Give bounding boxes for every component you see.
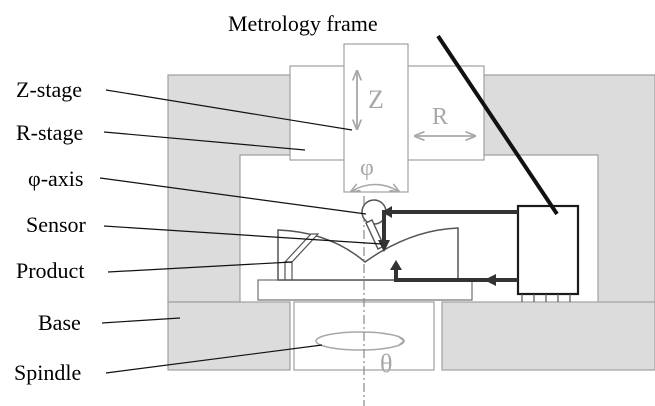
metrology-frame-box bbox=[516, 204, 580, 296]
metrology-frame-leader bbox=[436, 34, 559, 216]
metrology-path-lower bbox=[394, 266, 518, 282]
base-leader bbox=[101, 317, 181, 324]
base-right-block bbox=[441, 301, 655, 371]
product-label: Product bbox=[16, 258, 84, 283]
phi-axis-leader bbox=[99, 177, 367, 215]
phi-rotation-arrow bbox=[352, 185, 398, 192]
z-symbol: Z bbox=[368, 85, 384, 114]
sensor-label: Sensor bbox=[26, 212, 87, 237]
phi-symbol: φ bbox=[360, 155, 374, 181]
product-part bbox=[277, 227, 459, 281]
phi-axis-label: φ-axis bbox=[28, 166, 83, 191]
z-stage-block bbox=[343, 43, 409, 193]
r-symbol: R bbox=[432, 104, 448, 130]
metrology-frame-label: Metrology frame bbox=[228, 11, 378, 36]
spindle-leader bbox=[105, 344, 323, 374]
theta-symbol: θ bbox=[380, 349, 392, 378]
base-label: Base bbox=[38, 310, 81, 335]
r-stage-label: R-stage bbox=[16, 120, 83, 145]
sensor-leader bbox=[103, 225, 383, 245]
r-stage-leader bbox=[103, 131, 306, 151]
spindle-label: Spindle bbox=[14, 360, 81, 385]
product-leader bbox=[107, 261, 293, 273]
z-stage-leader bbox=[105, 89, 353, 131]
z-stage-label: Z-stage bbox=[16, 77, 82, 102]
base-plate bbox=[257, 279, 473, 301]
base-left-block bbox=[167, 301, 291, 371]
